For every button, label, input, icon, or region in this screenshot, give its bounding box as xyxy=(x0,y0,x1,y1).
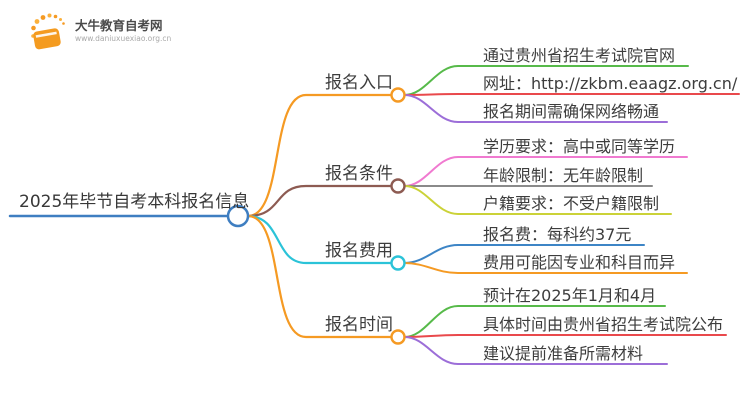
connector-branch-fees xyxy=(246,214,393,265)
connector-branch-conditions xyxy=(246,184,393,218)
connector-entry-network xyxy=(403,94,668,123)
node-cond-education[interactable]: 学历要求：高中或同等学历 xyxy=(483,137,676,156)
node-fee-variation[interactable]: 费用可能因专业和科目而异 xyxy=(483,253,676,272)
branch-entry-toggle[interactable] xyxy=(390,87,406,103)
connector-entry-url xyxy=(403,93,740,96)
connector-time-prepare xyxy=(403,336,668,365)
branch-fees-toggle[interactable] xyxy=(390,255,406,271)
connector-fee-amount xyxy=(403,244,645,264)
node-time-expected[interactable]: 预计在2025年1月和4月 xyxy=(483,286,657,305)
node-entry-network[interactable]: 报名期间需确保网络畅通 xyxy=(483,102,660,121)
connector-fee-variation xyxy=(403,262,688,274)
logo-title: 大牛教育自考网 xyxy=(75,18,163,33)
node-cond-age[interactable]: 年龄限制：无年龄限制 xyxy=(483,166,644,185)
connector-branch-time xyxy=(246,214,393,339)
connector-time-announce xyxy=(403,334,727,338)
logo-url: www.daniuxuexiao.org.cn xyxy=(75,34,172,43)
branch-time[interactable]: 报名时间 xyxy=(325,315,393,335)
node-time-announce[interactable]: 具体时间由贵州省招生考试院公布 xyxy=(483,315,724,334)
root-node-toggle[interactable] xyxy=(226,204,250,228)
branch-time-toggle[interactable] xyxy=(390,329,406,345)
branch-fees[interactable]: 报名费用 xyxy=(325,241,393,261)
branch-conditions-toggle[interactable] xyxy=(390,178,406,194)
book-icon xyxy=(31,13,65,50)
root-node[interactable]: 2025年毕节自考本科报名信息 xyxy=(19,192,250,212)
node-entry-official-site[interactable]: 通过贵州省招生考试院官网 xyxy=(483,46,676,65)
site-logo[interactable]: 大牛教育自考网 www.daniuxuexiao.org.cn xyxy=(26,10,171,52)
branch-entry[interactable]: 报名入口 xyxy=(325,73,393,93)
connector-branch-entry xyxy=(246,93,393,218)
node-cond-residence[interactable]: 户籍要求：不受户籍限制 xyxy=(483,194,660,213)
connector-cond-residence xyxy=(403,185,672,215)
node-fee-amount[interactable]: 报名费：每科约37元 xyxy=(483,225,632,244)
logo-text: 大牛教育自考网 www.daniuxuexiao.org.cn xyxy=(75,18,171,44)
node-time-prepare[interactable]: 建议提前准备所需材料 xyxy=(483,344,644,363)
branch-conditions[interactable]: 报名条件 xyxy=(325,164,393,184)
node-entry-url[interactable]: 网址：http://zkbm.eaagz.org.cn/ xyxy=(483,74,738,93)
